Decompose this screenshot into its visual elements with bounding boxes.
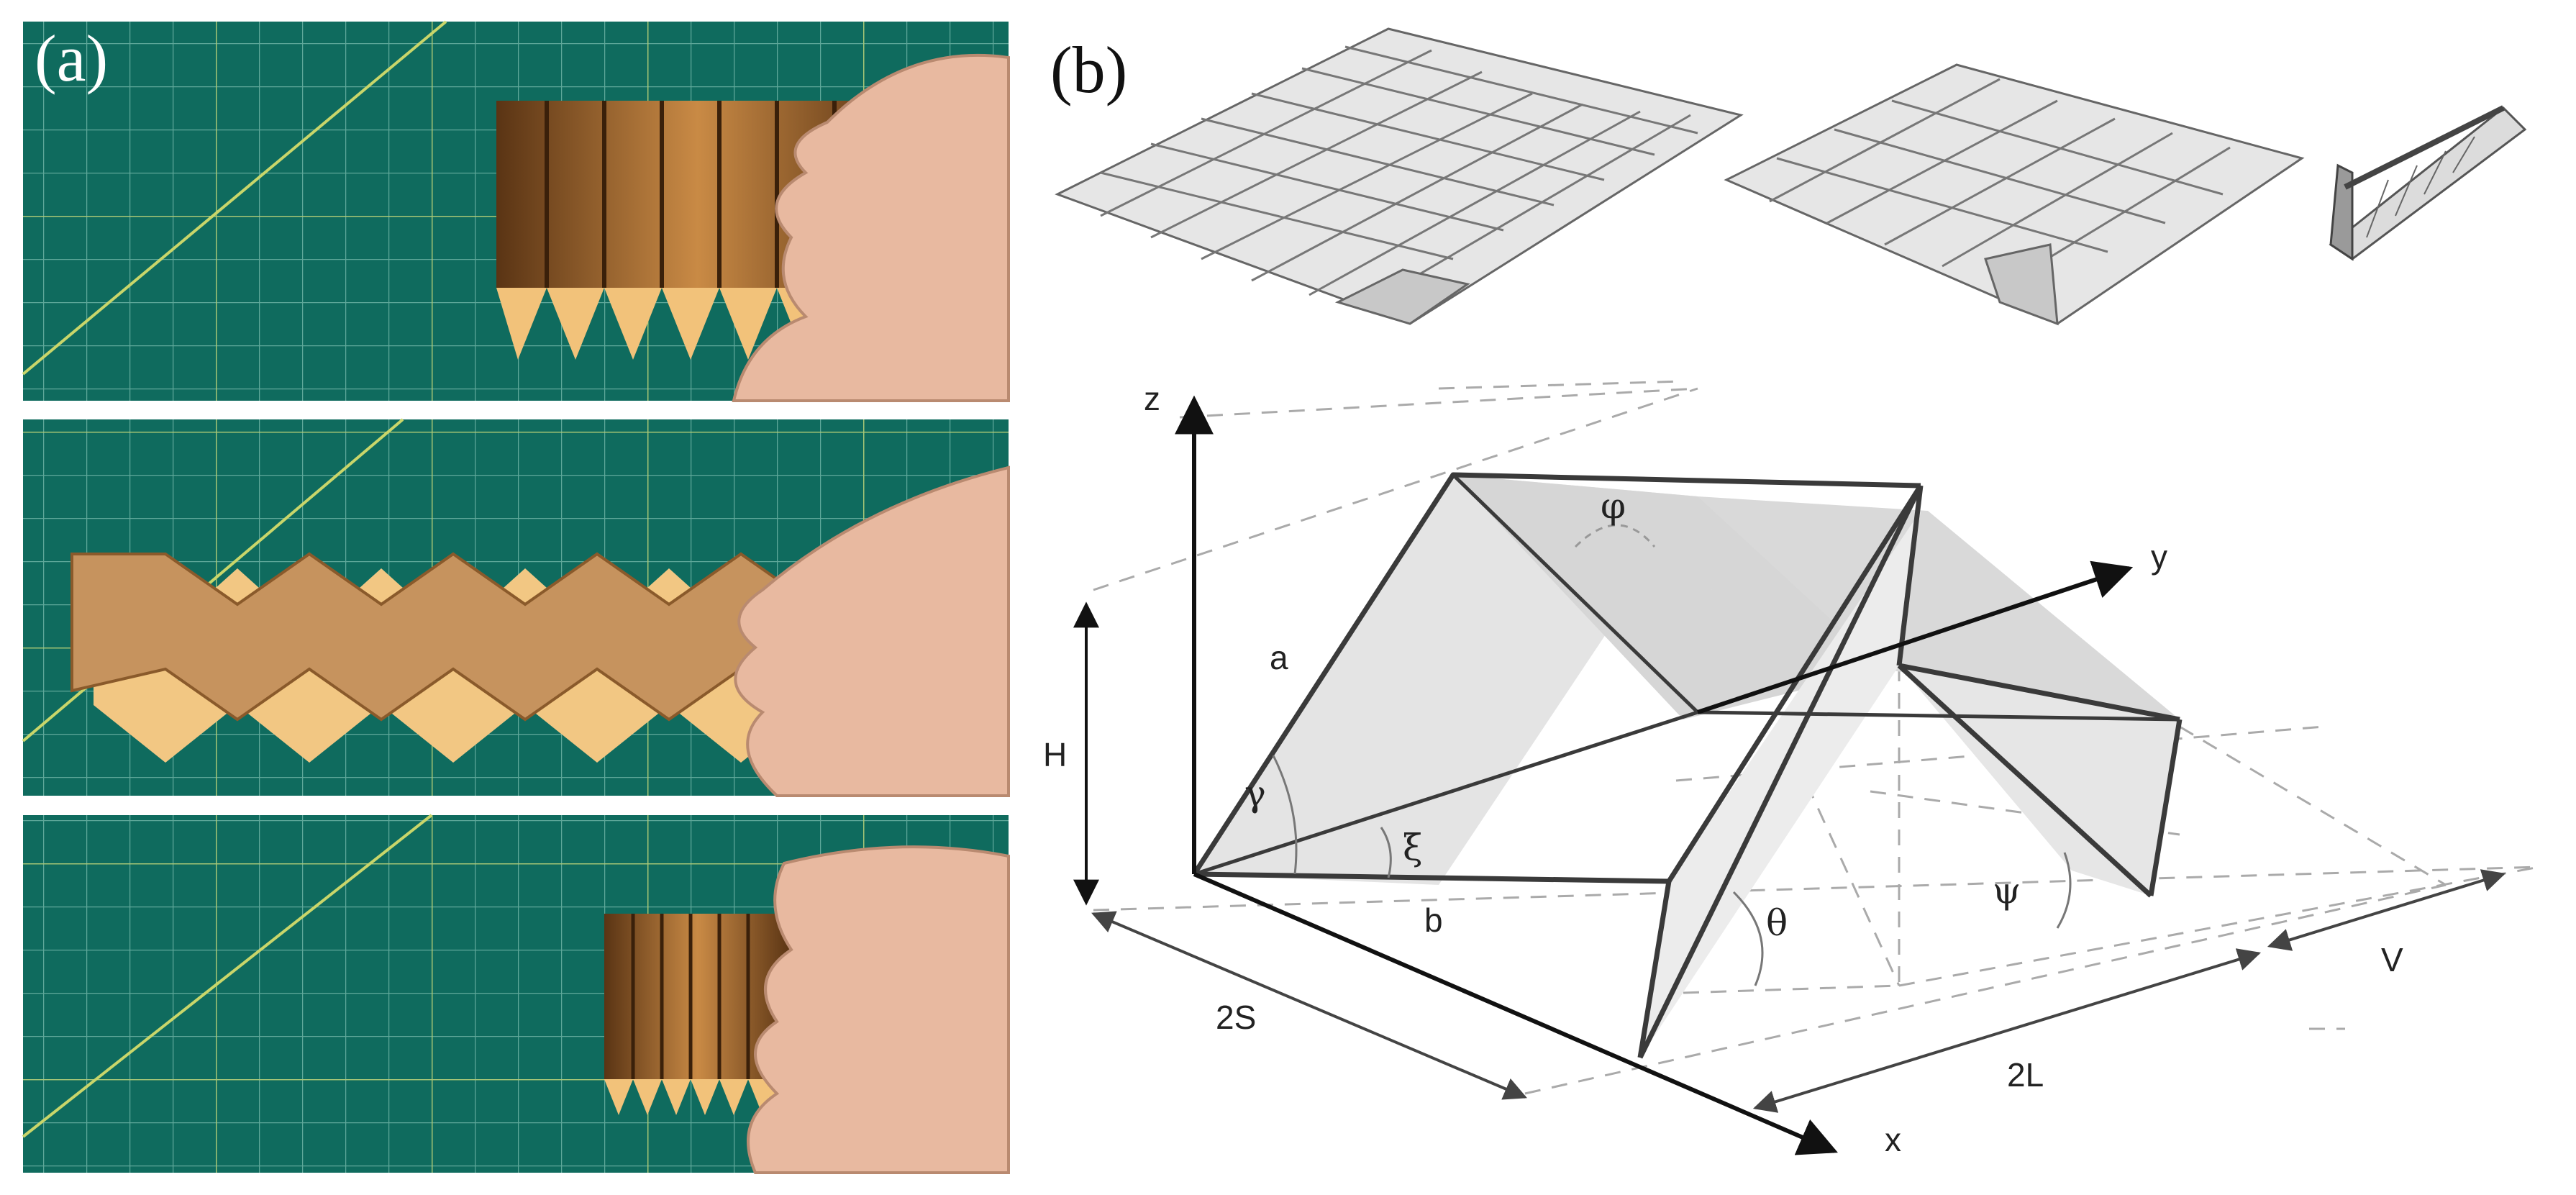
axis-label-y: y xyxy=(2151,538,2167,576)
angle-arc-theta xyxy=(1732,891,1764,986)
dim-label-b: b xyxy=(1424,901,1443,939)
miura-sheet-compact xyxy=(2329,105,2527,261)
angle-label-psi: ψ xyxy=(1993,870,2021,912)
miura-sheet-flat xyxy=(1055,27,1744,325)
dim-label-V: V xyxy=(2381,941,2403,978)
angle-label-theta: θ xyxy=(1766,902,1788,944)
panel-b: (b) xyxy=(1043,27,2540,1158)
miura-sheet-folded xyxy=(1724,63,2305,326)
photo-unfolded xyxy=(22,418,1010,797)
fold-edges xyxy=(1192,472,2183,1059)
dim-label-a: a xyxy=(1270,639,1288,676)
face-front xyxy=(1640,511,1921,1058)
axis-label-x: x xyxy=(1885,1121,1901,1158)
face-right-flank xyxy=(1899,665,2180,896)
angle-arc-psi xyxy=(2056,852,2072,929)
angle-label-phi: φ xyxy=(1601,485,1626,527)
face-right-slope xyxy=(1698,496,2180,719)
dim-label-2L: 2L xyxy=(2007,1056,2044,1094)
unfolded-paper xyxy=(70,552,937,763)
panel-a-label: (a) xyxy=(35,22,108,95)
dim-arrow-V xyxy=(2267,869,2506,951)
angle-arc-phi xyxy=(1574,524,1656,548)
axis-label-z: z xyxy=(1144,380,1160,417)
dim-arrow-2S xyxy=(1091,911,1527,1100)
photo-folded-tight xyxy=(22,814,1010,1174)
angle-label-gamma: γ xyxy=(1244,773,1266,814)
panel-b-label: (b) xyxy=(1050,33,1127,106)
x-axis xyxy=(1193,872,1838,1155)
dim-label-H: H xyxy=(1043,736,1067,773)
hand-top xyxy=(732,53,1010,402)
photo-folded-compact xyxy=(22,20,1010,402)
face-top-right xyxy=(1453,475,1899,719)
hand-middle xyxy=(734,465,1010,797)
angle-arc-gamma xyxy=(1272,755,1298,875)
y-axis xyxy=(1697,560,2134,714)
dim-arrow-2L xyxy=(1752,948,2262,1113)
angle-arc-xi xyxy=(1380,827,1392,878)
panel-a: (a) xyxy=(22,20,1010,1174)
hand-bottom xyxy=(747,845,1010,1174)
unit-cell-diagram: z y x H a b 2S 2L V φ γ ξ θ ψ xyxy=(1043,380,2540,1158)
dim-label-2S: 2S xyxy=(1216,999,1256,1036)
angle-label-xi: ξ xyxy=(1403,827,1423,868)
